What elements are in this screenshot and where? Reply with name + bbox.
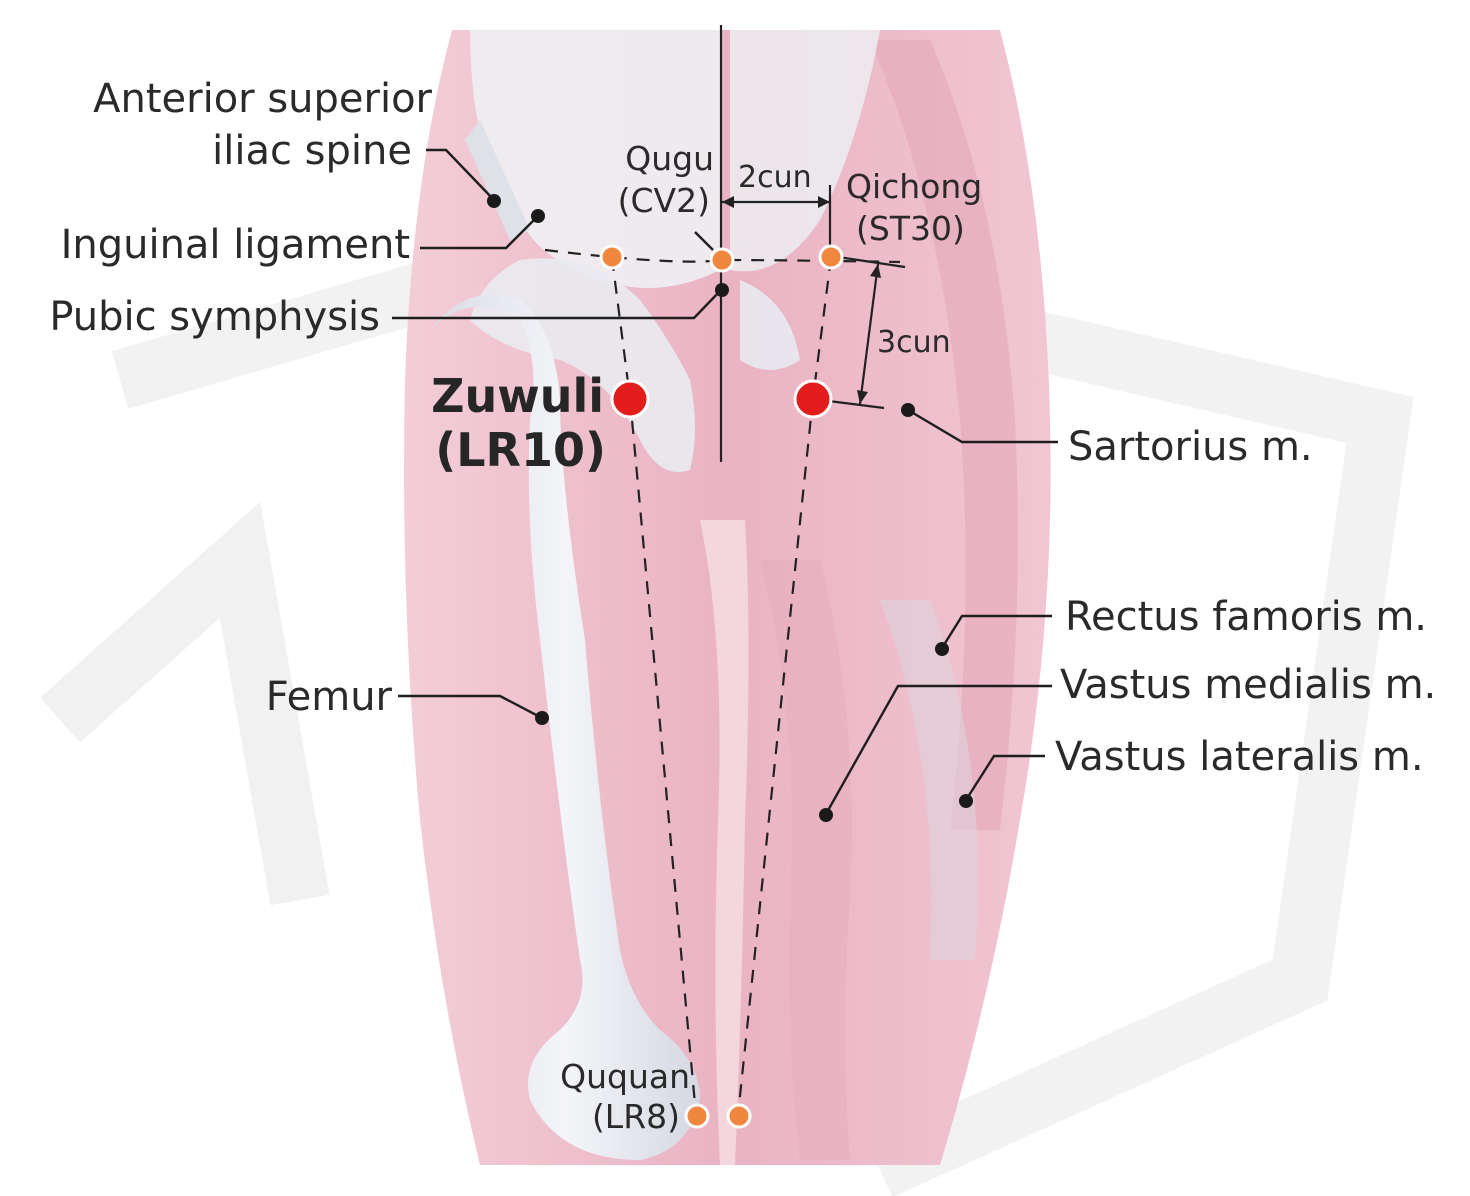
asis-label-line1: Anterior superior [93, 76, 432, 122]
zuwuli-name-label: Zuwuli [431, 369, 604, 423]
qichong-name-label: Qichong [846, 167, 982, 206]
leader-lines [392, 148, 1058, 815]
inguinal-ligament-label: Inguinal ligament [61, 222, 410, 268]
bones [430, 30, 880, 1160]
vastus-medialis-label: Vastus medialis m. [1060, 662, 1436, 708]
zuwuli-code-label: (LR10) [435, 423, 606, 477]
qugu-marker [709, 247, 735, 273]
rectus-femoris-label: Rectus famoris m. [1065, 594, 1427, 640]
pubic-symphysis-label: Pubic symphysis [49, 294, 380, 340]
acupoint-marker [726, 1103, 752, 1129]
zuwuli-marker-right [793, 379, 833, 419]
acupoint-marker [599, 244, 625, 270]
sartorius-label: Sartorius m. [1068, 424, 1313, 470]
qichong-code-label: (ST30) [856, 209, 965, 248]
qichong-marker [818, 244, 844, 270]
acupoints [599, 244, 844, 1129]
vastus-lateralis-label: Vastus lateralis m. [1055, 734, 1424, 780]
leader-dots [487, 194, 973, 822]
qugu-name-label: Qugu [625, 139, 714, 178]
zuwuli-marker-left [610, 379, 650, 419]
asis-label-line2: iliac spine [212, 128, 412, 174]
ququan-code-label: (LR8) [592, 1097, 680, 1136]
labels: Anterior superior iliac spine Inguinal l… [49, 76, 1436, 1136]
ququan-marker [684, 1103, 710, 1129]
ququan-name-label: Ququan [560, 1057, 690, 1096]
femur-label: Femur [266, 674, 393, 720]
qugu-code-label: (CV2) [618, 181, 710, 220]
three-cun-label: 3cun [877, 325, 951, 360]
two-cun-label: 2cun [738, 160, 812, 195]
